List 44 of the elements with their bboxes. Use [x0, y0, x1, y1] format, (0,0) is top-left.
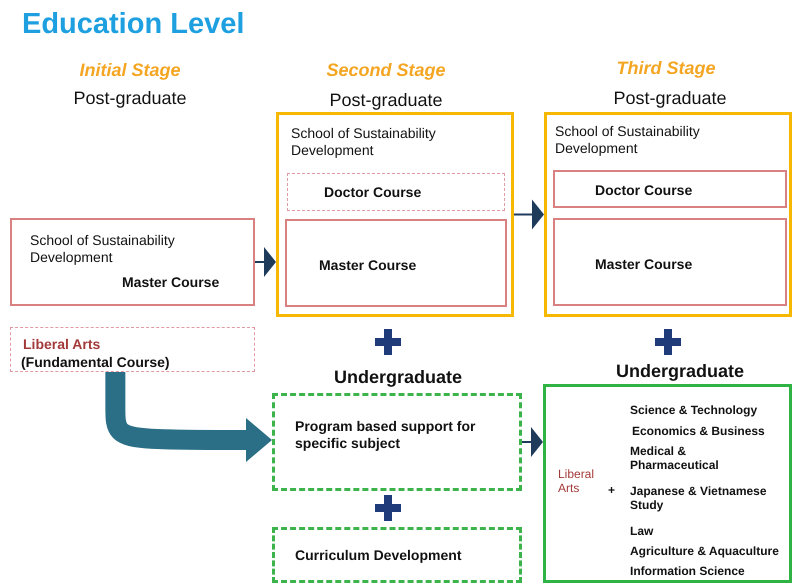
- course-name: Liberal Arts: [558, 467, 596, 496]
- course-box: [10, 327, 255, 372]
- course-name: Doctor Course: [324, 184, 422, 200]
- course-box: [553, 218, 787, 306]
- program-box: [272, 393, 522, 491]
- field-name: Medical & Pharmaceutical: [630, 444, 720, 473]
- level-heading: Post-graduate: [612, 88, 728, 109]
- course-name: Master Course: [122, 274, 220, 290]
- field-name: Information Science: [630, 564, 745, 578]
- field-list-box: [543, 384, 792, 583]
- course-name: Program based support for specific subject: [295, 418, 476, 452]
- title: Education Level: [22, 8, 244, 41]
- course-box: [285, 219, 507, 307]
- course-box: [10, 218, 255, 306]
- course-box: [287, 173, 505, 211]
- field-name: Law: [630, 524, 654, 538]
- level-heading: Undergraduate: [332, 367, 464, 388]
- plus-sign: +: [608, 483, 616, 497]
- field-name: Science & Technology: [630, 403, 758, 417]
- school-name: School of Sustainability Development: [291, 125, 437, 159]
- course-name: Master Course: [595, 256, 692, 272]
- course-name: Liberal Arts: [23, 336, 100, 352]
- stage-heading: Second Stage: [325, 60, 447, 81]
- stage-heading: Initial Stage: [78, 60, 182, 81]
- chevron-arrow: [522, 427, 543, 457]
- school-name: School of Sustainability Development: [30, 232, 176, 266]
- course-name: (Fundamental Course): [21, 354, 170, 370]
- field-name: Japanese & Vietnamese Study: [630, 484, 768, 513]
- level-heading: Post-graduate: [328, 90, 444, 111]
- field-name: Economics & Business: [632, 424, 765, 438]
- chevron-arrow: [255, 247, 276, 277]
- level-heading: Post-graduate: [72, 88, 188, 109]
- chevron-arrow: [514, 200, 544, 230]
- program-box: [272, 527, 522, 583]
- course-name: Curriculum Development: [295, 547, 462, 563]
- stage-heading: Third Stage: [615, 58, 716, 79]
- school-name: School of Sustainability Development: [555, 123, 701, 157]
- school-box: [276, 112, 514, 317]
- school-box: [544, 112, 792, 317]
- level-heading: Undergraduate: [614, 361, 746, 382]
- course-box: [553, 170, 787, 208]
- course-name: Master Course: [319, 257, 416, 273]
- course-name: Doctor Course: [595, 182, 692, 198]
- field-name: Agriculture & Aquaculture: [630, 544, 779, 558]
